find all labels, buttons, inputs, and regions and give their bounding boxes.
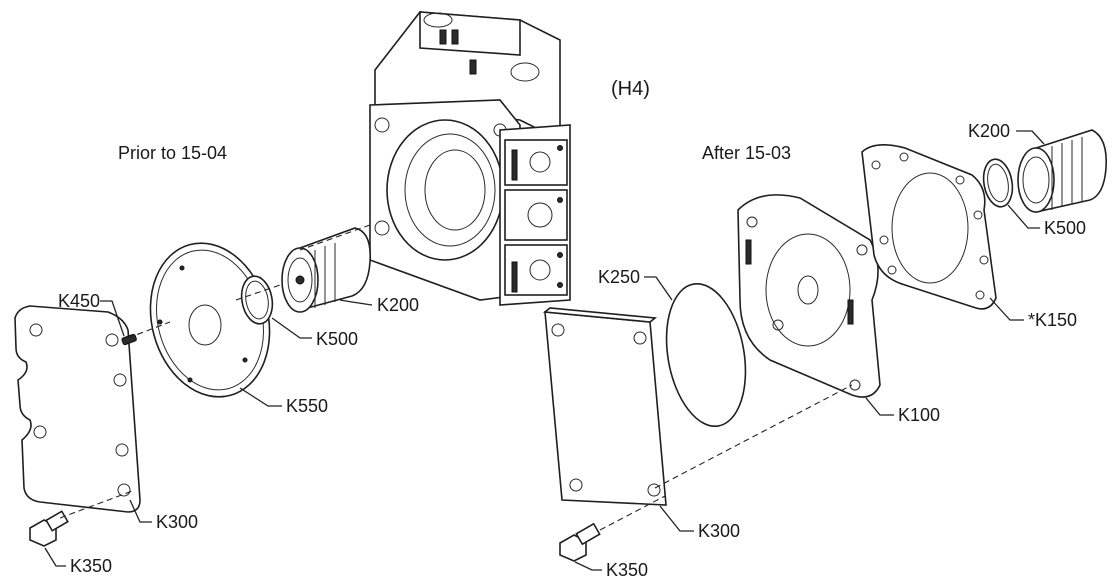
left-end-cover xyxy=(14,305,141,513)
k100-label: K100 xyxy=(898,405,940,425)
k350-left-label: K350 xyxy=(70,556,112,576)
prior-section-heading: Prior to 15-04 xyxy=(118,143,227,163)
right-assembly xyxy=(542,129,1108,562)
k500-left-label: K500 xyxy=(316,329,358,349)
right-bearing xyxy=(1017,129,1108,213)
left-bolt xyxy=(29,510,69,547)
model-label: (H4) xyxy=(611,78,650,100)
k350-right-label: K350 xyxy=(606,560,648,578)
k250-diaphragm xyxy=(665,282,747,428)
k500-right-label: K500 xyxy=(1044,218,1086,238)
right-snap-ring xyxy=(982,158,1014,208)
leader-lines xyxy=(44,130,1045,571)
k300-left-label: K300 xyxy=(156,512,198,532)
pump-body xyxy=(369,11,571,306)
right-end-cover xyxy=(542,307,667,506)
k100-plate xyxy=(737,194,881,398)
k150-label: *K150 xyxy=(1028,310,1077,330)
k200-left-label: K200 xyxy=(377,295,419,315)
k250-label: K250 xyxy=(598,267,640,287)
after-section-heading: After 15-03 xyxy=(702,143,791,163)
k450-label: K450 xyxy=(58,291,100,311)
left-snap-ring xyxy=(240,275,274,325)
k150-gasket xyxy=(861,144,997,310)
k300-right-label: K300 xyxy=(698,521,740,541)
k200-right-label: K200 xyxy=(968,121,1010,141)
right-bolt xyxy=(559,522,601,562)
k550-label: K550 xyxy=(286,396,328,416)
left-assembly xyxy=(14,224,372,547)
k450-screw xyxy=(121,333,137,346)
left-bearing xyxy=(281,227,372,313)
